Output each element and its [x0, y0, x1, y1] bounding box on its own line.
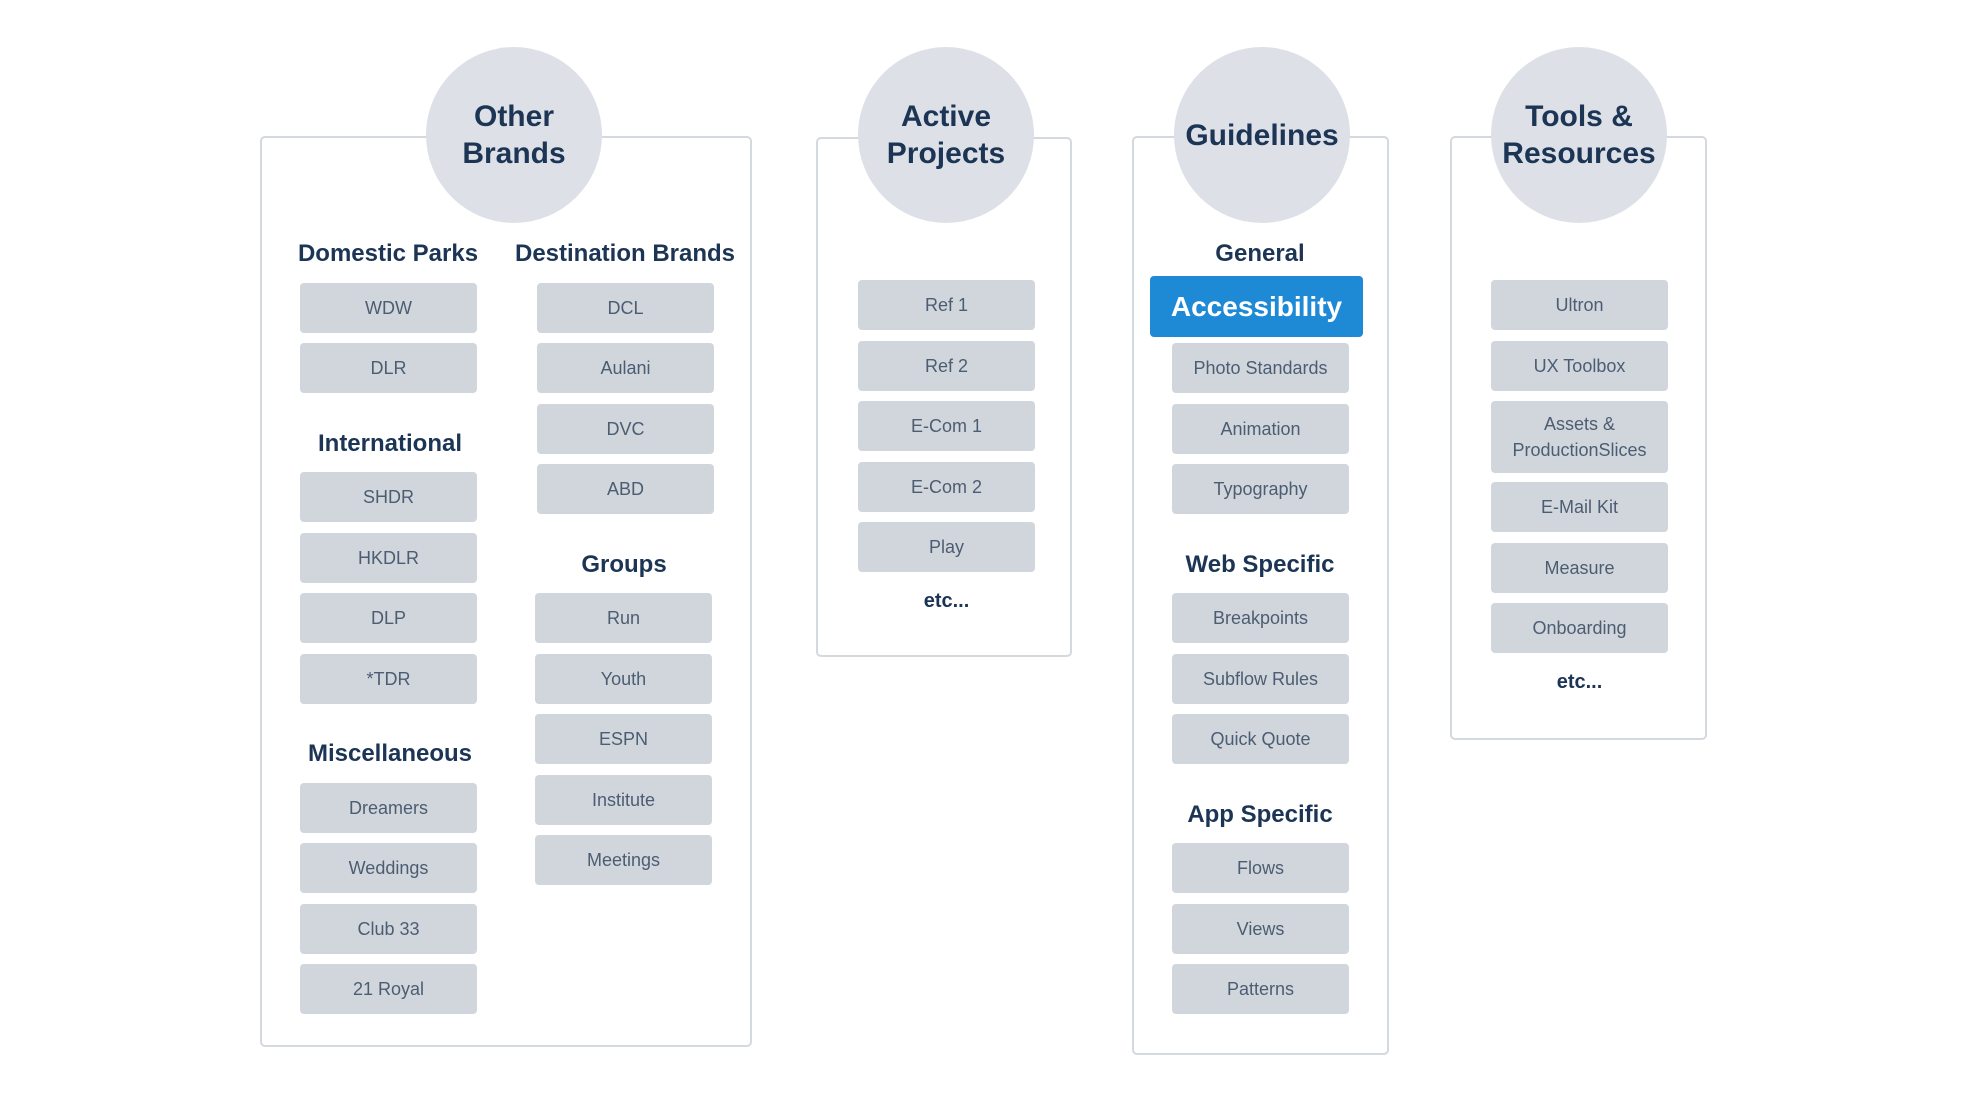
- btn-onboarding[interactable]: Onboarding: [1491, 603, 1668, 653]
- other-brands-title: Other Brands: [426, 47, 602, 223]
- app-specific-heading: App Specific: [1187, 801, 1333, 828]
- btn-patterns[interactable]: Patterns: [1172, 964, 1349, 1014]
- btn-ref-1[interactable]: Ref 1: [858, 280, 1035, 330]
- btn-play[interactable]: Play: [858, 522, 1035, 572]
- btn-e-com-2[interactable]: E-Com 2: [858, 462, 1035, 512]
- btn-dlr[interactable]: DLR: [300, 343, 477, 393]
- btn-views[interactable]: Views: [1172, 904, 1349, 954]
- btn-run[interactable]: Run: [535, 593, 712, 643]
- tools-resources-etc: etc...: [1556, 671, 1603, 693]
- btn-e-com-1[interactable]: E-Com 1: [858, 401, 1035, 451]
- guidelines-title: Guidelines: [1174, 47, 1350, 223]
- btn-assets-production-slices[interactable]: Assets & ProductionSlices: [1491, 401, 1668, 473]
- btn-wdw[interactable]: WDW: [300, 283, 477, 333]
- btn-shdr[interactable]: SHDR: [300, 472, 477, 522]
- btn-ultron[interactable]: Ultron: [1491, 280, 1668, 330]
- btn-ref-2[interactable]: Ref 2: [858, 341, 1035, 391]
- btn-meetings[interactable]: Meetings: [535, 835, 712, 885]
- btn-tdr[interactable]: *TDR: [300, 654, 477, 704]
- web-specific-heading: Web Specific: [1185, 551, 1335, 578]
- btn-measure[interactable]: Measure: [1491, 543, 1668, 593]
- btn-institute[interactable]: Institute: [535, 775, 712, 825]
- btn-typography[interactable]: Typography: [1172, 464, 1349, 514]
- btn-dcl[interactable]: DCL: [537, 283, 714, 333]
- btn-weddings[interactable]: Weddings: [300, 843, 477, 893]
- groups-heading: Groups: [581, 551, 667, 578]
- btn-espn[interactable]: ESPN: [535, 714, 712, 764]
- international-heading: International: [317, 430, 462, 457]
- tools-resources-title: Tools & Resources: [1491, 47, 1667, 223]
- btn-animation[interactable]: Animation: [1172, 404, 1349, 454]
- btn-dreamers[interactable]: Dreamers: [300, 783, 477, 833]
- btn-aulani[interactable]: Aulani: [537, 343, 714, 393]
- btn-hkdlr[interactable]: HKDLR: [300, 533, 477, 583]
- general-heading: General: [1215, 240, 1305, 267]
- domestic-parks-heading: Domestic Parks: [297, 240, 479, 267]
- btn-ux-toolbox[interactable]: UX Toolbox: [1491, 341, 1668, 391]
- btn-youth[interactable]: Youth: [535, 654, 712, 704]
- btn-photo-standards[interactable]: Photo Standards: [1172, 343, 1349, 393]
- active-projects-etc: etc...: [923, 590, 970, 612]
- btn-quick-quote[interactable]: Quick Quote: [1172, 714, 1349, 764]
- btn-abd[interactable]: ABD: [537, 464, 714, 514]
- btn-accessibility[interactable]: Accessibility: [1150, 276, 1363, 337]
- btn-breakpoints[interactable]: Breakpoints: [1172, 593, 1349, 643]
- btn-club-33[interactable]: Club 33: [300, 904, 477, 954]
- btn-subflow-rules[interactable]: Subflow Rules: [1172, 654, 1349, 704]
- btn-21-royal[interactable]: 21 Royal: [300, 964, 477, 1014]
- btn-e-mail-kit[interactable]: E-Mail Kit: [1491, 482, 1668, 532]
- btn-flows[interactable]: Flows: [1172, 843, 1349, 893]
- destination-brands-heading: Destination Brands: [514, 240, 736, 267]
- active-projects-title: Active Projects: [858, 47, 1034, 223]
- btn-dlp[interactable]: DLP: [300, 593, 477, 643]
- miscellaneous-heading: Miscellaneous: [307, 740, 473, 767]
- btn-dvc[interactable]: DVC: [537, 404, 714, 454]
